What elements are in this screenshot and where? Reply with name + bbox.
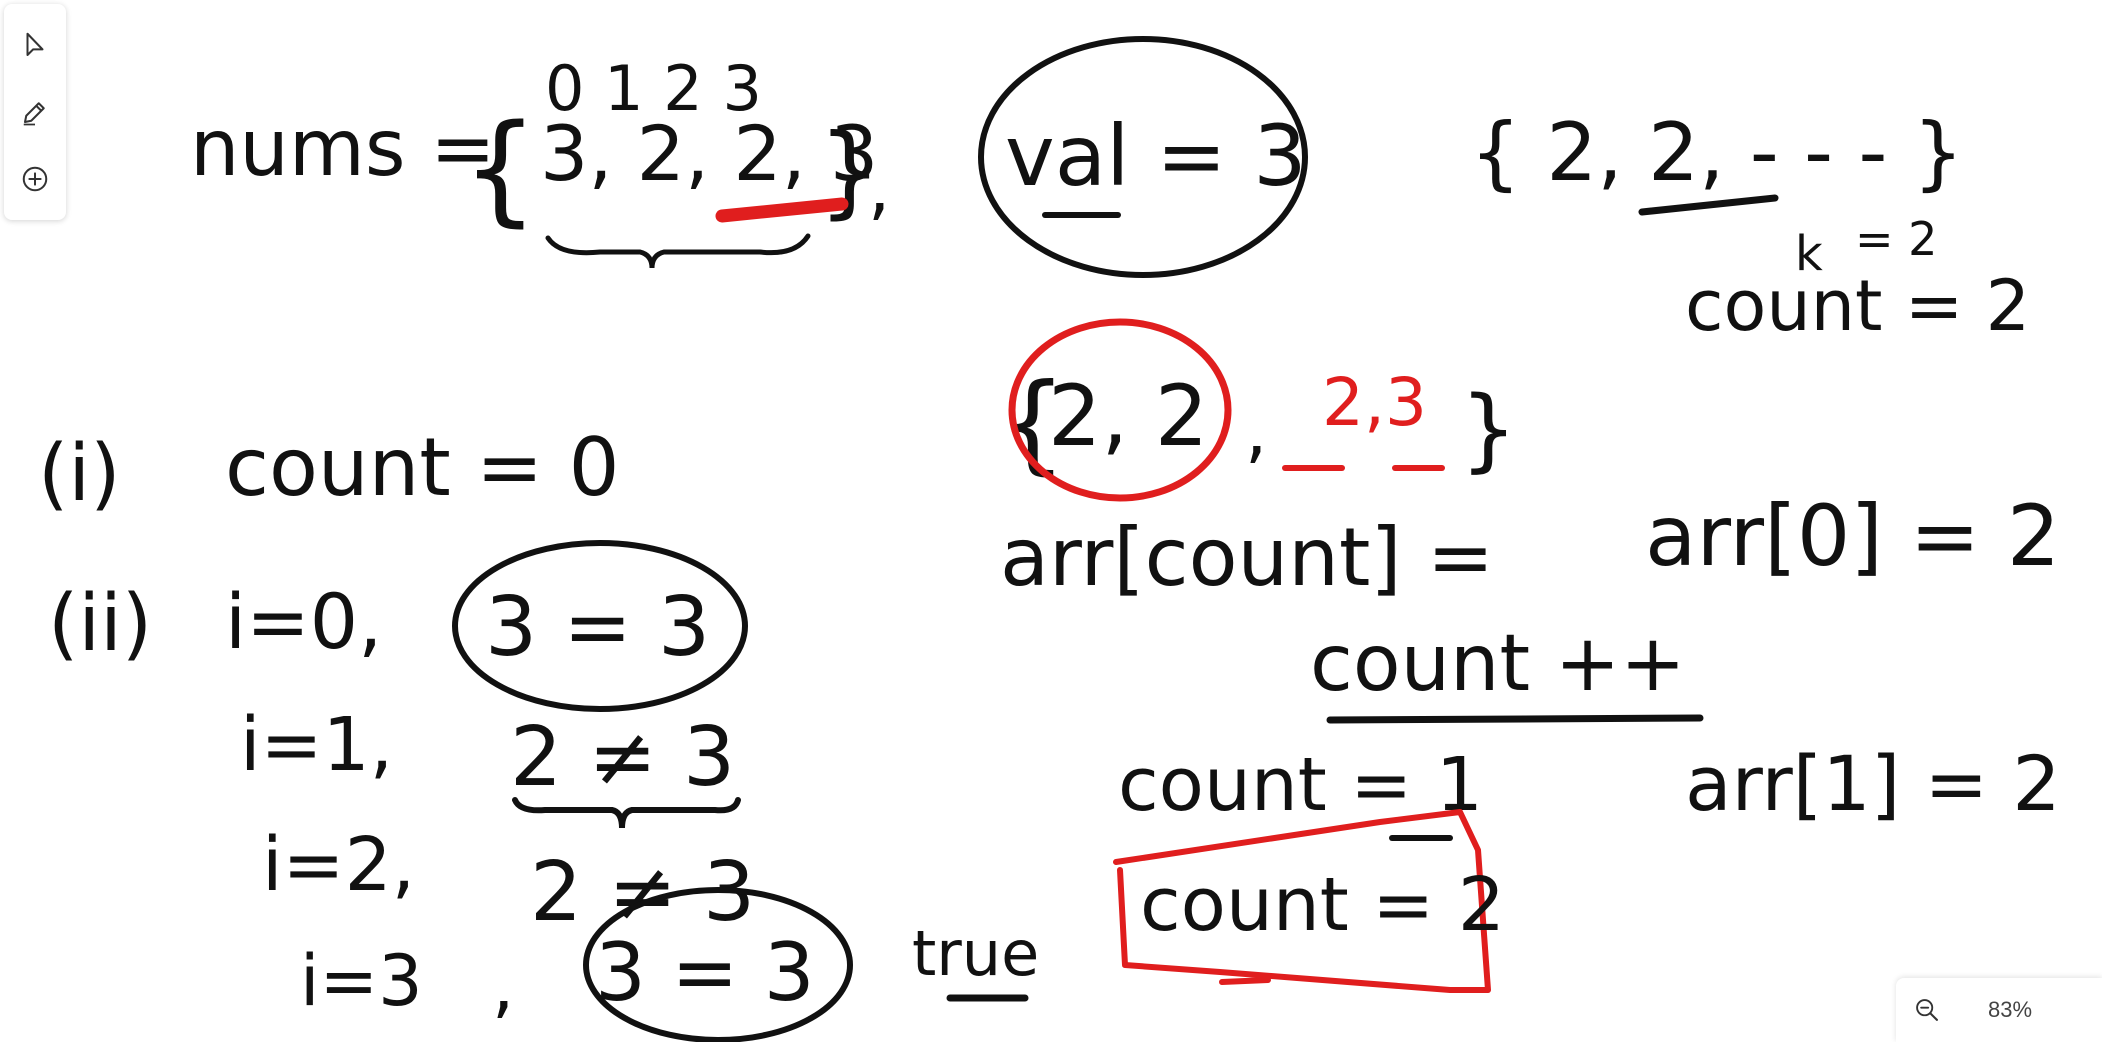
plus-circle-icon	[22, 166, 48, 191]
zoom-level-label[interactable]: 83%	[1988, 997, 2033, 1022]
count-increment-underline	[1326, 714, 1704, 724]
mid-array-close: }	[1460, 377, 1517, 482]
row-i3-compare: 3 = 3	[595, 926, 815, 1019]
result-underline	[1638, 194, 1779, 216]
comma-after-array: ,	[868, 147, 890, 229]
row-i0-compare: 3 = 3	[485, 580, 710, 675]
row-i3-comma: ,	[492, 945, 514, 1027]
arr-count-expr: arr[count] =	[1000, 511, 1494, 604]
zoom-out-button[interactable]	[1910, 993, 1944, 1027]
mid-array-red-values: 2,3	[1322, 364, 1427, 441]
count-eq-1: count = 1	[1118, 742, 1483, 828]
count-right: count = 2	[1685, 265, 2030, 347]
pen-icon	[23, 102, 45, 126]
k-label: k	[1795, 226, 1823, 282]
count-increment: count ++	[1310, 619, 1686, 709]
zoom-control: 83%	[1896, 978, 2102, 1042]
row-i1-underbrace	[512, 797, 741, 829]
arr0-expr: arr[0] = 2	[1645, 487, 2060, 585]
val-expression: val = 3	[1005, 107, 1307, 205]
array-open-brace: {	[462, 100, 538, 239]
row-i3-circle	[583, 887, 853, 1042]
add-tool-button[interactable]	[12, 156, 58, 202]
indices-row: 0 1 2 3	[545, 52, 762, 125]
arr1-expr: arr[1] = 2	[1685, 739, 2061, 828]
true-label: true	[912, 917, 1039, 990]
step-i-text: count = 0	[225, 421, 620, 514]
count-eq-2-red-box	[1113, 809, 1491, 993]
row-i1-compare: 2 ≠ 3	[510, 710, 735, 805]
mid-array-values: 2, 2	[1048, 367, 1208, 465]
row-i2: i=2,	[262, 822, 415, 908]
val-circle	[978, 36, 1308, 278]
mid-array-red-circle	[1008, 318, 1232, 502]
row-i3: i=3	[300, 940, 423, 1022]
drawing-toolbar	[4, 4, 66, 220]
count-eq-2: count = 2	[1140, 862, 1505, 948]
nums-label: nums =	[190, 104, 496, 194]
step-i-label: (i)	[38, 429, 121, 519]
array-values: 3, 2, 2, 3	[540, 109, 878, 198]
mid-array-comma: ,	[1245, 390, 1267, 472]
select-tool-button[interactable]	[12, 22, 58, 68]
result-array: { 2, 2, - - - }	[1470, 106, 1964, 199]
red-strike-mark	[715, 197, 849, 223]
row-i1: i=1,	[240, 702, 393, 788]
zoom-out-icon	[1916, 999, 1938, 1021]
count-eq-2-red-mark	[1219, 977, 1271, 985]
pen-tool-button[interactable]	[12, 89, 58, 135]
array-underbrace	[545, 233, 811, 269]
k-value: = 2	[1855, 212, 1937, 266]
row-i0: i=0,	[225, 577, 382, 666]
cursor-arrow-icon	[26, 33, 44, 57]
row-i0-circle	[452, 540, 748, 712]
step-ii-label: (ii)	[48, 579, 152, 669]
